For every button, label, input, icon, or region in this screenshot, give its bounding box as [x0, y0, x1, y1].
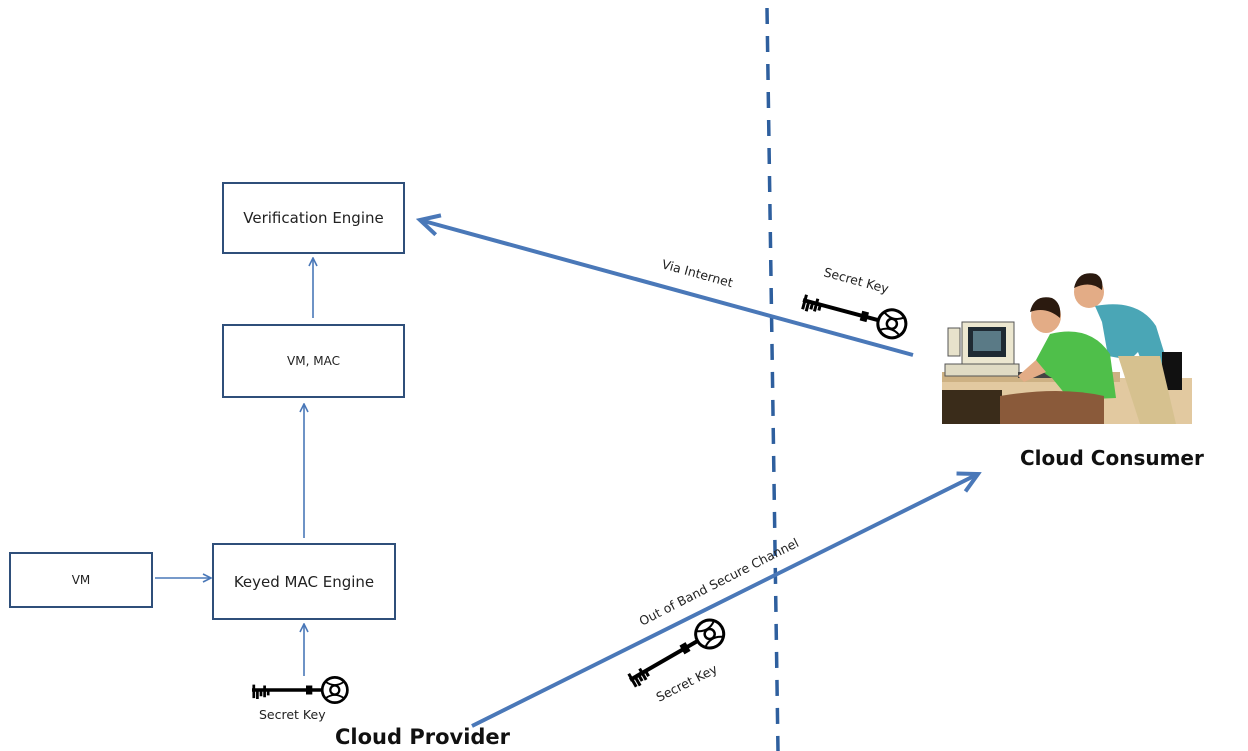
label-via-internet: Via Internet — [660, 256, 734, 290]
vm-box: VM — [9, 552, 153, 608]
vm-mac-box: VM, MAC — [222, 324, 405, 398]
label-secret-key-left: Secret Key — [259, 707, 326, 722]
verification-engine-box: Verification Engine — [222, 182, 405, 254]
verification-engine-label: Verification Engine — [243, 209, 384, 227]
keyed-mac-engine-box: Keyed MAC Engine — [212, 543, 396, 620]
label-secret-key-bottom: Secret Key — [654, 661, 721, 705]
arrow-out-of-band — [471, 474, 978, 728]
vm-label: VM — [71, 573, 91, 587]
label-cloud-provider: Cloud Provider — [335, 725, 511, 749]
arrow-via-internet — [420, 220, 914, 357]
boundary-divider — [765, 7, 780, 751]
vm-mac-label: VM, MAC — [287, 354, 340, 368]
keyed-mac-engine-label: Keyed MAC Engine — [233, 572, 375, 591]
label-secret-key-top: Secret Key — [822, 264, 891, 296]
label-cloud-consumer: Cloud Consumer — [1020, 446, 1204, 470]
computer-users-icon — [942, 273, 1192, 424]
key-icon — [797, 284, 912, 343]
key-icon — [250, 675, 350, 705]
